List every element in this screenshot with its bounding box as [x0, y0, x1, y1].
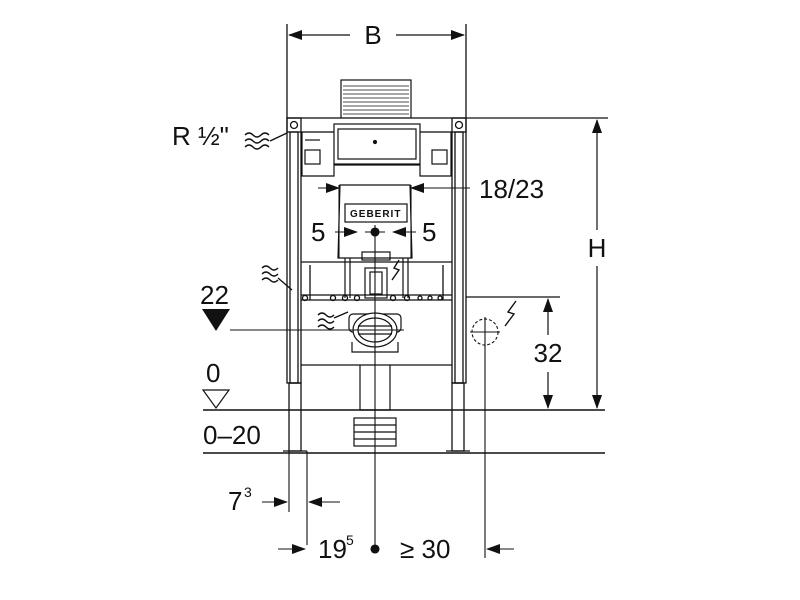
- level-triangle-icon: [202, 309, 230, 331]
- floor-lines: [203, 409, 605, 454]
- center-axis: [365, 225, 385, 554]
- installation-frame: [283, 117, 470, 452]
- width-dimension: [286, 24, 467, 118]
- axis-19-label: 19: [318, 534, 347, 564]
- floor-level-triangle: [201, 389, 231, 410]
- min-30-label: ≥ 30: [400, 534, 450, 564]
- offset-7-label: 7: [228, 486, 242, 516]
- height-label: H: [588, 233, 607, 263]
- pipe-offset-label: 18/23: [479, 174, 544, 204]
- offset-7-dimension: [262, 451, 340, 545]
- wastewater-icon: [261, 265, 349, 330]
- offset-7-superscript: 3: [244, 484, 252, 500]
- electrical-icon: [391, 259, 517, 327]
- level-22-label: 22: [200, 280, 229, 310]
- flush-connectors: [344, 258, 409, 299]
- brand-logo: GEBERIT: [350, 209, 401, 220]
- flush-plate: [340, 79, 412, 123]
- spacing-dimension: [335, 185, 416, 258]
- height-32-dimension: [466, 296, 560, 409]
- floor-level-label: 0: [206, 358, 220, 388]
- axis-19-superscript: 5: [346, 532, 354, 548]
- height-dimension: [466, 117, 608, 409]
- right-spacing-label: 5: [422, 217, 436, 247]
- pipe-thread-label: R ½": [172, 121, 229, 151]
- width-label: B: [364, 20, 381, 50]
- left-spacing-label: 5: [311, 217, 325, 247]
- water-supply-icon: [244, 132, 288, 150]
- cistern: [301, 123, 452, 261]
- electrical-socket-icon: [470, 317, 500, 558]
- height-32-label: 32: [534, 338, 563, 368]
- floor-range-label: 0–20: [203, 420, 261, 450]
